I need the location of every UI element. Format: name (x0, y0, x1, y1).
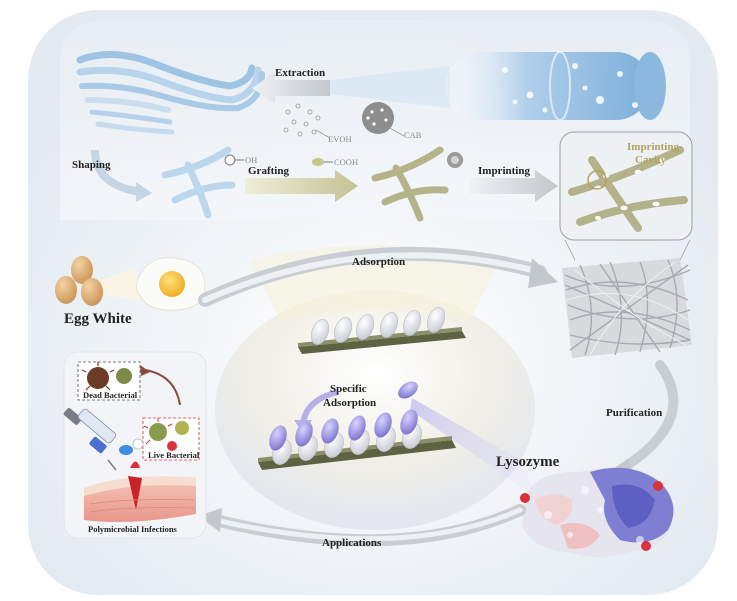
grafted-fiber-icon (371, 146, 449, 222)
cavity-highlight-icon (587, 170, 607, 190)
drop-icon (119, 445, 133, 455)
adsorption-arrow (198, 246, 558, 307)
applications-arrow-highlight (212, 507, 523, 542)
imprinting-cavity-box (559, 131, 693, 241)
oh-group-icon (224, 154, 236, 166)
grafting-arrow (245, 170, 358, 202)
plain-fiber-icon (161, 146, 236, 219)
bubble-icon (132, 438, 144, 450)
free-lysozyme-icon (398, 381, 418, 399)
killing-arrow-head (140, 365, 150, 376)
shaping-arrow-head (136, 182, 152, 202)
electrospinning-jet-icon (330, 51, 666, 121)
skin-wound-icon (84, 461, 196, 522)
fiber-bundle-icon (76, 50, 265, 135)
cab-label: CAB (404, 130, 422, 140)
extraction-arrow (252, 72, 330, 104)
imprinting-cavity-label-1: Imprinting (627, 141, 679, 153)
lysozyme-structure-icon (520, 467, 674, 557)
dead-bacteria-icon (81, 362, 132, 391)
rod-with-imprints (298, 307, 466, 354)
purification-label: Purification (606, 407, 662, 419)
live-bacteria-icon (143, 418, 189, 451)
shaping-arrow (91, 149, 141, 196)
evoh-particles-icon (283, 103, 321, 137)
cab-particle-icon (362, 102, 394, 134)
purification-arrow (615, 360, 679, 475)
applications-panel: Dead Bacterial Live Bacterial (63, 351, 207, 539)
imprinting-label: Imprinting (478, 165, 530, 177)
cooh-label: COOH (334, 157, 358, 167)
imprinting-arrow (470, 170, 558, 202)
syringe-icon (63, 407, 117, 471)
shaping-label: Shaping (72, 159, 111, 171)
eggs-icon (55, 256, 103, 306)
dead-bacterial-label: Dead Bacterial (83, 390, 138, 400)
grafting-label: Grafting (248, 165, 289, 177)
adsorption-label: Adsorption (352, 256, 405, 268)
live-bacterial-label: Live Bacterial (148, 450, 200, 460)
extraction-label: Extraction (275, 67, 325, 79)
cab-pointer (389, 127, 405, 137)
fried-egg-icon (136, 257, 206, 311)
imprinting-cavity-label-2: Cavity (635, 154, 667, 166)
protein-beam (410, 398, 540, 500)
evoh-label: EVOH (328, 134, 352, 144)
cooh-group-icon (312, 158, 324, 166)
egg-white-label: Egg White (64, 311, 132, 327)
nanofiber-membrane-icon (562, 258, 692, 358)
template-molecule-core (451, 156, 459, 164)
rod-with-bound-proteins (258, 409, 456, 470)
polymicrobial-infections-label: Polymicrobial Infections (88, 524, 178, 534)
evoh-pointer (315, 129, 331, 139)
specific-adsorption-label-2: Adsorption (323, 397, 376, 409)
zoom-lines (564, 239, 691, 261)
lysozyme-label: Lysozyme (496, 454, 560, 470)
specific-adsorption-label-1: Specific (330, 383, 367, 395)
killing-arrow (144, 369, 181, 406)
applications-label: Applications (322, 537, 382, 549)
oh-label: OH (245, 155, 257, 165)
light-beam (100, 268, 140, 300)
